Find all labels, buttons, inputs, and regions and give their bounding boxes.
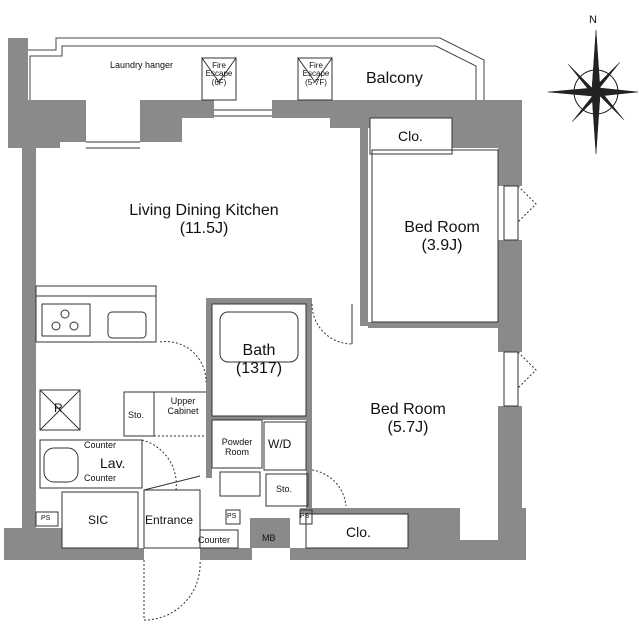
ps-3-label: PS [300,513,310,520]
bedroom-1-size: (3.9J) [421,237,463,255]
fire-escape-line: (6F) [211,77,227,87]
storage-1-label: Sto. [128,410,145,420]
balcony-area [21,37,485,100]
sic-label: SIC [88,513,109,527]
powder-room-line: Powder [221,437,253,447]
storage-2-label: Sto. [276,484,293,494]
lav-label: Lav. [100,455,126,471]
ldk-name: Living Dining Kitchen [129,202,279,219]
ps-1-label: PS [41,515,51,522]
fire-escape-line: Escape [205,69,233,79]
stove-icon [51,309,79,331]
counter-lav-label: Counter [84,473,117,483]
fire-escape-line: Fire [309,61,323,70]
bedroom-1-label: Bed Room (3.9J) [394,219,490,256]
upper-cabinet-label: Upper Cabinet [160,396,206,417]
counter-entrance-label: Counter [198,535,231,545]
balcony-label: Balcony [366,70,423,87]
bath-size: (1317) [235,360,283,378]
powder-room-label: Powder Room [214,437,260,458]
upper-cabinet-line: Upper [170,396,196,406]
compass-north-label: N [589,14,597,26]
upper-cabinet-line: Cabinet [167,406,199,417]
bath-name: Bath [242,342,276,359]
wd-label: W/D [268,437,292,451]
clo-bottom-label: Clo. [346,524,371,540]
interior-lines [35,57,537,621]
compass-rose-icon [547,29,639,155]
walls [4,38,526,560]
entrance-label: Entrance [145,513,194,527]
clo-top-label: Clo. [398,128,423,144]
fire-escape-line: (5-7F) [305,77,327,87]
bedroom-2-name: Bed Room [370,401,446,418]
bedroom-1-name: Bed Room [404,219,480,236]
counter-top-label: Counter [84,440,117,450]
ldk-size: (11.5J) [179,220,229,238]
fridge-label: R [54,401,63,415]
powder-room-line: Room [224,447,249,458]
mb-label: MB [262,533,276,543]
bath-label: Bath (1317) [224,342,294,379]
laundry-hanger-label: Laundry hanger [110,60,174,70]
ldk-label: Living Dining Kitchen (11.5J) [114,202,294,239]
bedroom-2-size: (5.7J) [387,419,429,437]
fire-escape-line: Escape [302,69,330,79]
bedroom-2-label: Bed Room (5.7J) [360,401,456,438]
fire-escape-5-7f-label: Fire Escape (5-7F) [299,61,333,87]
fire-escape-line: Fire [212,61,226,70]
ps-2-label: PS [227,513,237,520]
fire-escape-6f-label: Fire Escape (6F) [203,61,235,87]
